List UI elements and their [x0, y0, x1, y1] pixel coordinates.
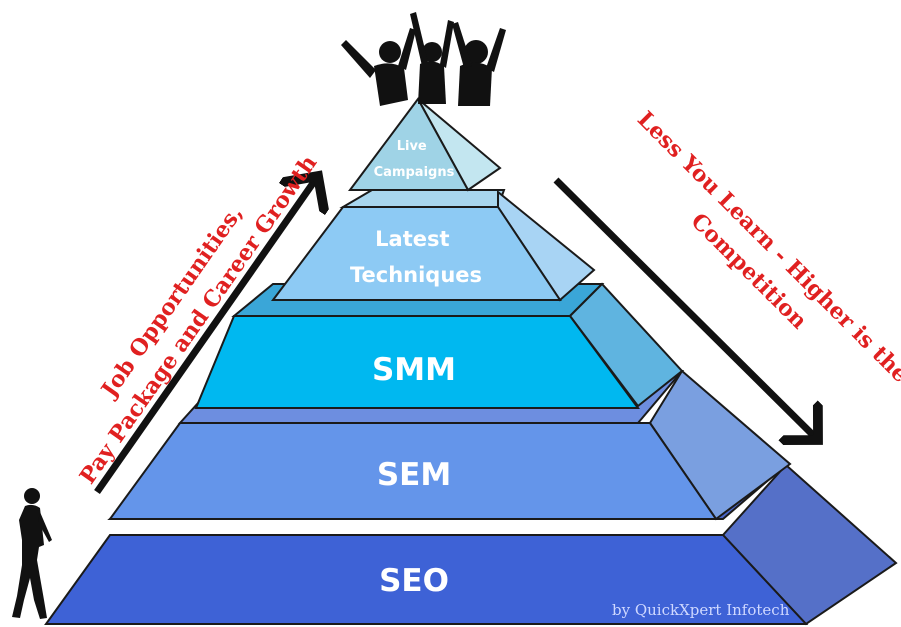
tier-sem	[108, 369, 792, 521]
up-arrow	[94, 176, 318, 495]
tier-label-sem: SEM	[377, 457, 451, 493]
credit-text: by QuickXpert Infotech	[612, 601, 790, 619]
tier-label-live-line-1: Live	[397, 139, 427, 154]
celebrating-people-icon	[341, 12, 506, 106]
tier-label-latest-techniques: Latest Techniques	[350, 227, 482, 287]
tier-live-front	[348, 97, 470, 191]
tier-label-seo: SEO	[379, 563, 449, 599]
tier-label-live-campaigns: Live Campaigns	[374, 139, 455, 180]
tier-label-latest-line-1: Latest	[375, 227, 449, 251]
tier-label-live-line-2: Campaigns	[374, 165, 455, 180]
tier-smm-front	[194, 315, 640, 409]
tier-smm	[194, 282, 684, 409]
tier-latest-front	[270, 206, 562, 301]
tier-sem-front	[108, 422, 718, 520]
tier-seo-front	[44, 534, 809, 625]
tier-label-smm: SMM	[372, 352, 456, 388]
right-caption-line-1: Less You Learn - Higher is the	[632, 106, 901, 388]
walking-person-icon	[12, 488, 52, 619]
tier-latest-ledge	[339, 189, 506, 208]
tier-live-campaigns	[348, 97, 502, 192]
tier-label-latest-line-2: Techniques	[350, 263, 482, 287]
down-arrow	[553, 177, 818, 440]
tier-latest-techniques	[270, 189, 596, 302]
